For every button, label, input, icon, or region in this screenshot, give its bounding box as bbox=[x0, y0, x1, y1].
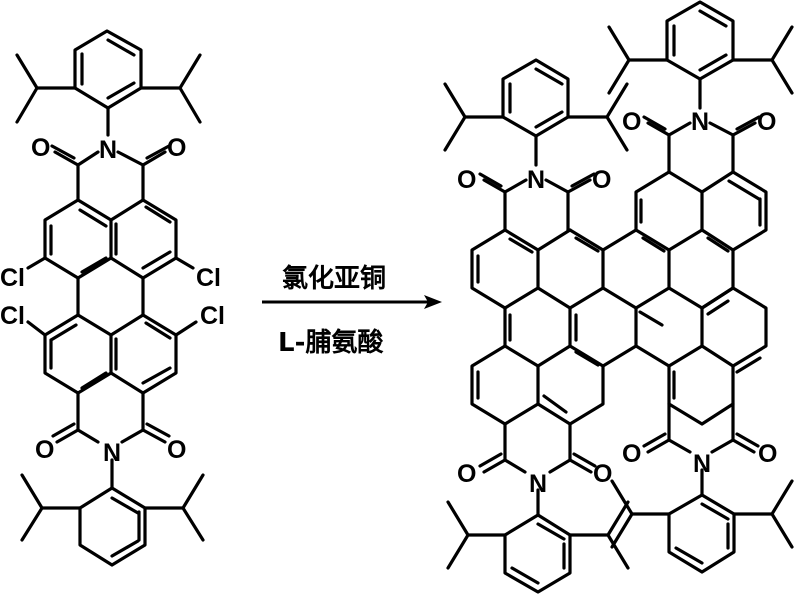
oxygen-label: O bbox=[757, 108, 776, 136]
reactant-molecule: O N O Cl Cl Cl Cl O N O bbox=[0, 29, 225, 567]
nitrogen-label: N bbox=[693, 450, 711, 478]
top-aryl-ring bbox=[15, 29, 202, 137]
oxygen-label: O bbox=[167, 436, 186, 464]
nitrogen-label: N bbox=[529, 470, 547, 498]
nitrogen-label: N bbox=[691, 108, 709, 136]
oxygen-label: O bbox=[758, 440, 777, 468]
aryl-ring-top-left bbox=[443, 58, 629, 167]
aryl-ring-bottom-right bbox=[610, 479, 794, 574]
fused-aromatic-core bbox=[470, 170, 768, 426]
imide-top-left bbox=[478, 172, 596, 232]
arrowhead-icon bbox=[424, 295, 442, 309]
reaction-arrow bbox=[262, 295, 442, 309]
chlorine-label: Cl bbox=[196, 264, 221, 292]
chlorine-label: Cl bbox=[0, 264, 25, 292]
lower-naphthalene bbox=[26, 313, 198, 395]
oxygen-label: O bbox=[167, 134, 186, 162]
nitrogen-label: N bbox=[99, 136, 117, 164]
top-imide bbox=[50, 144, 171, 202]
aryl-ring-bottom-left bbox=[446, 500, 630, 594]
aryl-ring-top-right bbox=[607, 0, 794, 110]
bottom-aryl-ring bbox=[20, 473, 205, 567]
imide-bottom-left bbox=[478, 422, 597, 517]
upper-naphthalene bbox=[26, 198, 195, 280]
reagent-below-arrow: L-脯氨酸 bbox=[278, 328, 384, 358]
oxygen-label: O bbox=[592, 166, 611, 194]
chlorine-label: Cl bbox=[200, 302, 225, 330]
oxygen-label: O bbox=[31, 134, 50, 162]
oxygen-label: O bbox=[457, 166, 476, 194]
oxygen-label: O bbox=[35, 436, 54, 464]
oxygen-label: O bbox=[622, 440, 641, 468]
reagent-above-arrow: 氯化亚铜 bbox=[282, 264, 387, 294]
oxygen-label: O bbox=[622, 108, 641, 136]
nitrogen-label: N bbox=[103, 439, 121, 467]
oxygen-label: O bbox=[457, 460, 476, 488]
bottom-imide bbox=[51, 391, 171, 490]
bay-bonds bbox=[76, 276, 145, 317]
product-molecule: O N O O N O O N O O N O bbox=[443, 0, 794, 594]
imide-bottom-right bbox=[642, 402, 760, 497]
nitrogen-label: N bbox=[527, 166, 545, 194]
oxygen-label: O bbox=[593, 460, 612, 488]
imide-top-right bbox=[642, 115, 761, 174]
chlorine-label: Cl bbox=[0, 302, 25, 330]
